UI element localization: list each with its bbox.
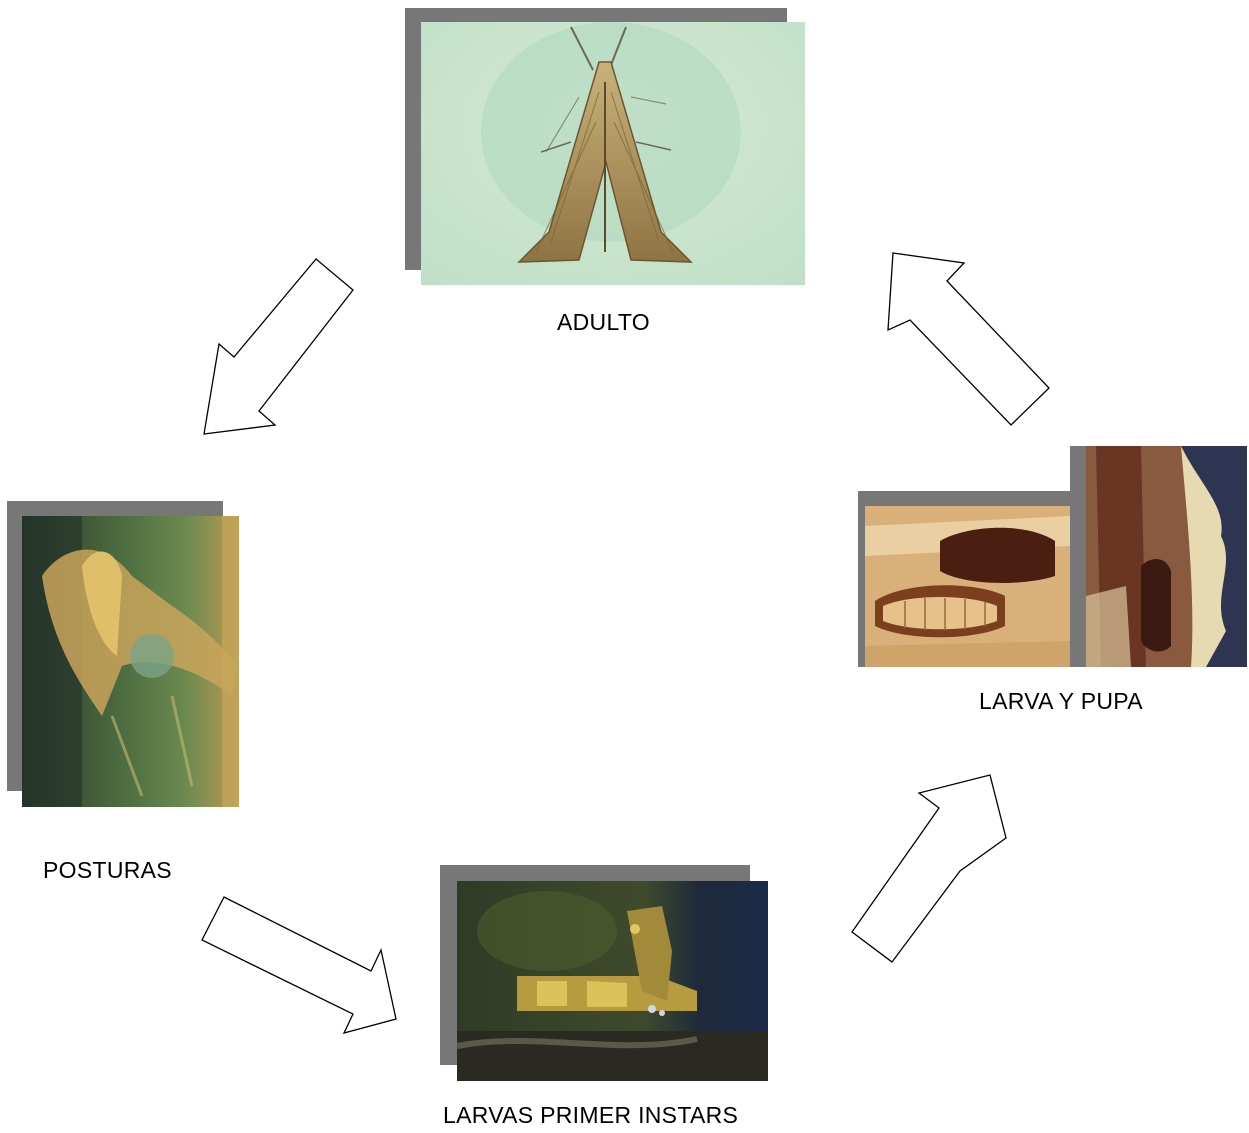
arrow-adulto-to-posturas (203, 258, 354, 435)
posturas-photo (22, 516, 239, 807)
arrow-posturas-to-larvas (201, 896, 397, 1034)
pupa-in-stem-photo (1086, 446, 1247, 667)
larva-pupa-photo-shadow-right (1070, 446, 1088, 667)
posturas-label: POSTURAS (43, 857, 172, 883)
adulto-photo (421, 22, 805, 285)
adulto-label: ADULTO (557, 309, 650, 335)
larva-in-stem-photo (865, 506, 1070, 667)
larva-pupa-label: LARVA Y PUPA (979, 688, 1143, 714)
larvas-primer-photo (457, 881, 768, 1081)
egg-mass-photo-icon (22, 516, 239, 807)
moth-photo-icon (421, 22, 805, 285)
pupa-in-stem-photo-icon (1086, 446, 1247, 667)
first-instar-larvae-photo-icon (457, 881, 768, 1081)
larvas-primer-label: LARVAS PRIMER INSTARS (443, 1102, 739, 1128)
arrow-larvas-to-larva-pupa (851, 774, 1007, 963)
larva-in-stem-photo-icon (865, 506, 1070, 667)
arrow-larva-pupa-to-adulto (887, 252, 1050, 426)
